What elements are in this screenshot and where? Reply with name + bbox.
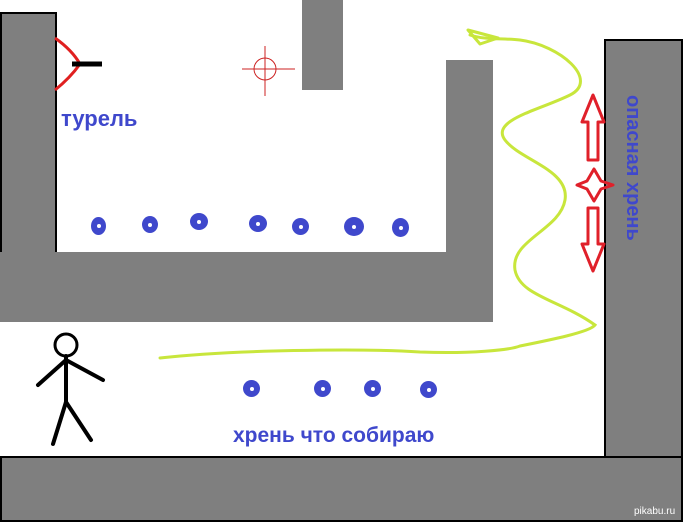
double-arrow-hazard-icon[interactable] <box>575 93 615 273</box>
collectible-coin[interactable] <box>292 218 309 235</box>
collectible-coin[interactable] <box>249 215 267 232</box>
middle-floor-platform <box>0 252 492 322</box>
top-pillar <box>302 0 343 90</box>
collectible-coin[interactable] <box>344 217 364 236</box>
collectible-coin[interactable] <box>243 380 260 397</box>
turret-label: турель <box>61 106 138 131</box>
collectible-coin[interactable] <box>314 380 331 397</box>
collectible-coin[interactable] <box>420 381 437 398</box>
collectible-coin[interactable] <box>364 380 381 397</box>
collectibles-label: хрень что собираю <box>233 424 435 447</box>
danger-label: опасная хрень <box>622 95 644 241</box>
watermark: pikabu.ru <box>634 506 676 517</box>
collectible-coin[interactable] <box>91 217 106 235</box>
collectible-coin[interactable] <box>190 213 208 230</box>
collectible-coin[interactable] <box>392 218 409 237</box>
turret-icon[interactable] <box>54 36 102 92</box>
bottom-floor <box>0 456 683 522</box>
player-path-line <box>158 33 598 360</box>
stick-figure-icon[interactable] <box>36 332 105 446</box>
path-arrow-icon <box>466 28 500 46</box>
collectible-coin[interactable] <box>142 216 158 233</box>
right-wall <box>604 39 683 461</box>
crosshair-icon <box>242 46 295 96</box>
right-inner-wall <box>446 60 493 322</box>
